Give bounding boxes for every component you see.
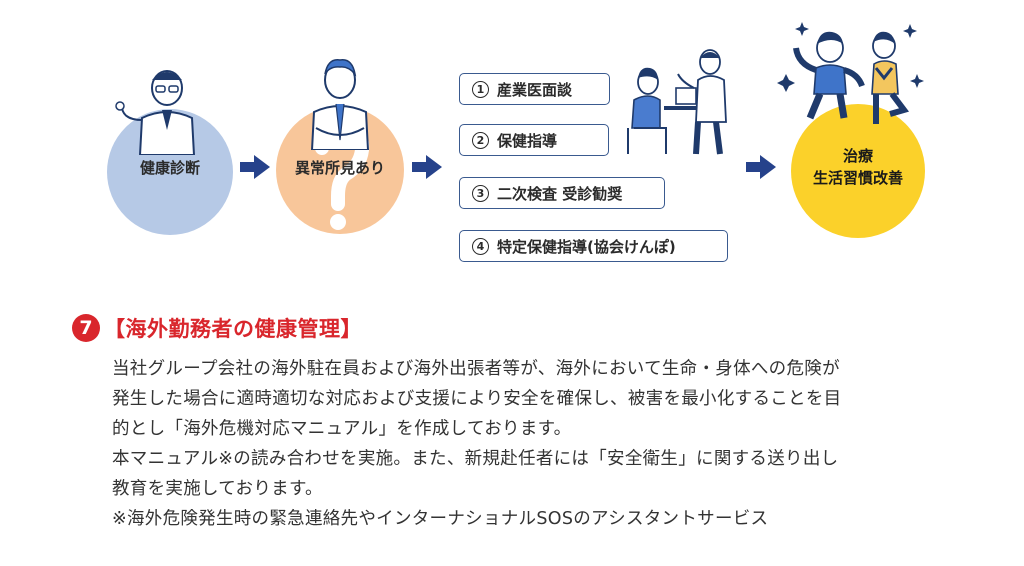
option-number: 3 bbox=[472, 184, 489, 202]
doctor-illustration bbox=[115, 70, 196, 155]
health-checkup-label: 健康診断 bbox=[139, 159, 200, 177]
section-number-badge: 7 bbox=[72, 314, 100, 342]
option-number: 4 bbox=[472, 237, 489, 255]
body-line: 教育を実施しております。 bbox=[112, 479, 323, 499]
option-health-guidance: 2 保健指導 bbox=[459, 124, 609, 156]
option-secondary-exam: 3 二次検査 受診勧奨 bbox=[459, 177, 665, 209]
option-occupational-physician: 1 産業医面談 bbox=[459, 73, 610, 105]
option-number: 1 bbox=[472, 80, 489, 98]
option-label: 産業医面談 bbox=[497, 80, 573, 99]
option-specific-health-guidance: 4 特定保健指導(協会けんぽ) bbox=[459, 230, 728, 262]
section-title: 【海外勤務者の健康管理】 bbox=[104, 317, 362, 341]
treatment-line-2: 生活習慣改善 bbox=[812, 169, 903, 187]
option-label: 特定保健指導(協会けんぽ) bbox=[497, 237, 676, 256]
section-heading: 7 【海外勤務者の健康管理】 bbox=[72, 312, 362, 344]
arrow-right-icon bbox=[240, 155, 270, 179]
option-label: 保健指導 bbox=[497, 131, 558, 150]
treatment-line-1: 治療 bbox=[842, 147, 873, 165]
exercising-people-illustration bbox=[777, 22, 924, 124]
arrow-right-icon bbox=[746, 155, 776, 179]
worried-person-illustration bbox=[310, 59, 370, 150]
body-line: 発生した場合に適時適切な対応および支援により安全を確保し、被害を最小化することを… bbox=[112, 389, 842, 409]
body-line: ※海外危険発生時の緊急連絡先やインターナショナルSOSのアシスタントサービス bbox=[112, 509, 769, 529]
body-line: 本マニュアル※の読み合わせを実施。また、新規赴任者には「安全衛生」に関する送り出… bbox=[112, 449, 839, 469]
option-number: 2 bbox=[472, 131, 489, 149]
arrow-right-icon bbox=[412, 155, 442, 179]
section-body: 当社グループ会社の海外駐在員および海外出張者等が、海外において生命・身体への危険… bbox=[112, 354, 972, 534]
consultation-illustration bbox=[627, 49, 727, 155]
treatment-label: 治療 生活習慣改善 bbox=[791, 145, 925, 189]
body-line: 当社グループ会社の海外駐在員および海外出張者等が、海外において生命・身体への危険… bbox=[112, 359, 840, 379]
treatment-lifestyle-circle bbox=[791, 104, 925, 238]
abnormal-finding-label: 異常所見あり bbox=[294, 159, 385, 177]
option-label: 二次検査 受診勧奨 bbox=[497, 184, 623, 203]
body-line: 的とし「海外危機対応マニュアル」を作成しております。 bbox=[112, 419, 572, 439]
